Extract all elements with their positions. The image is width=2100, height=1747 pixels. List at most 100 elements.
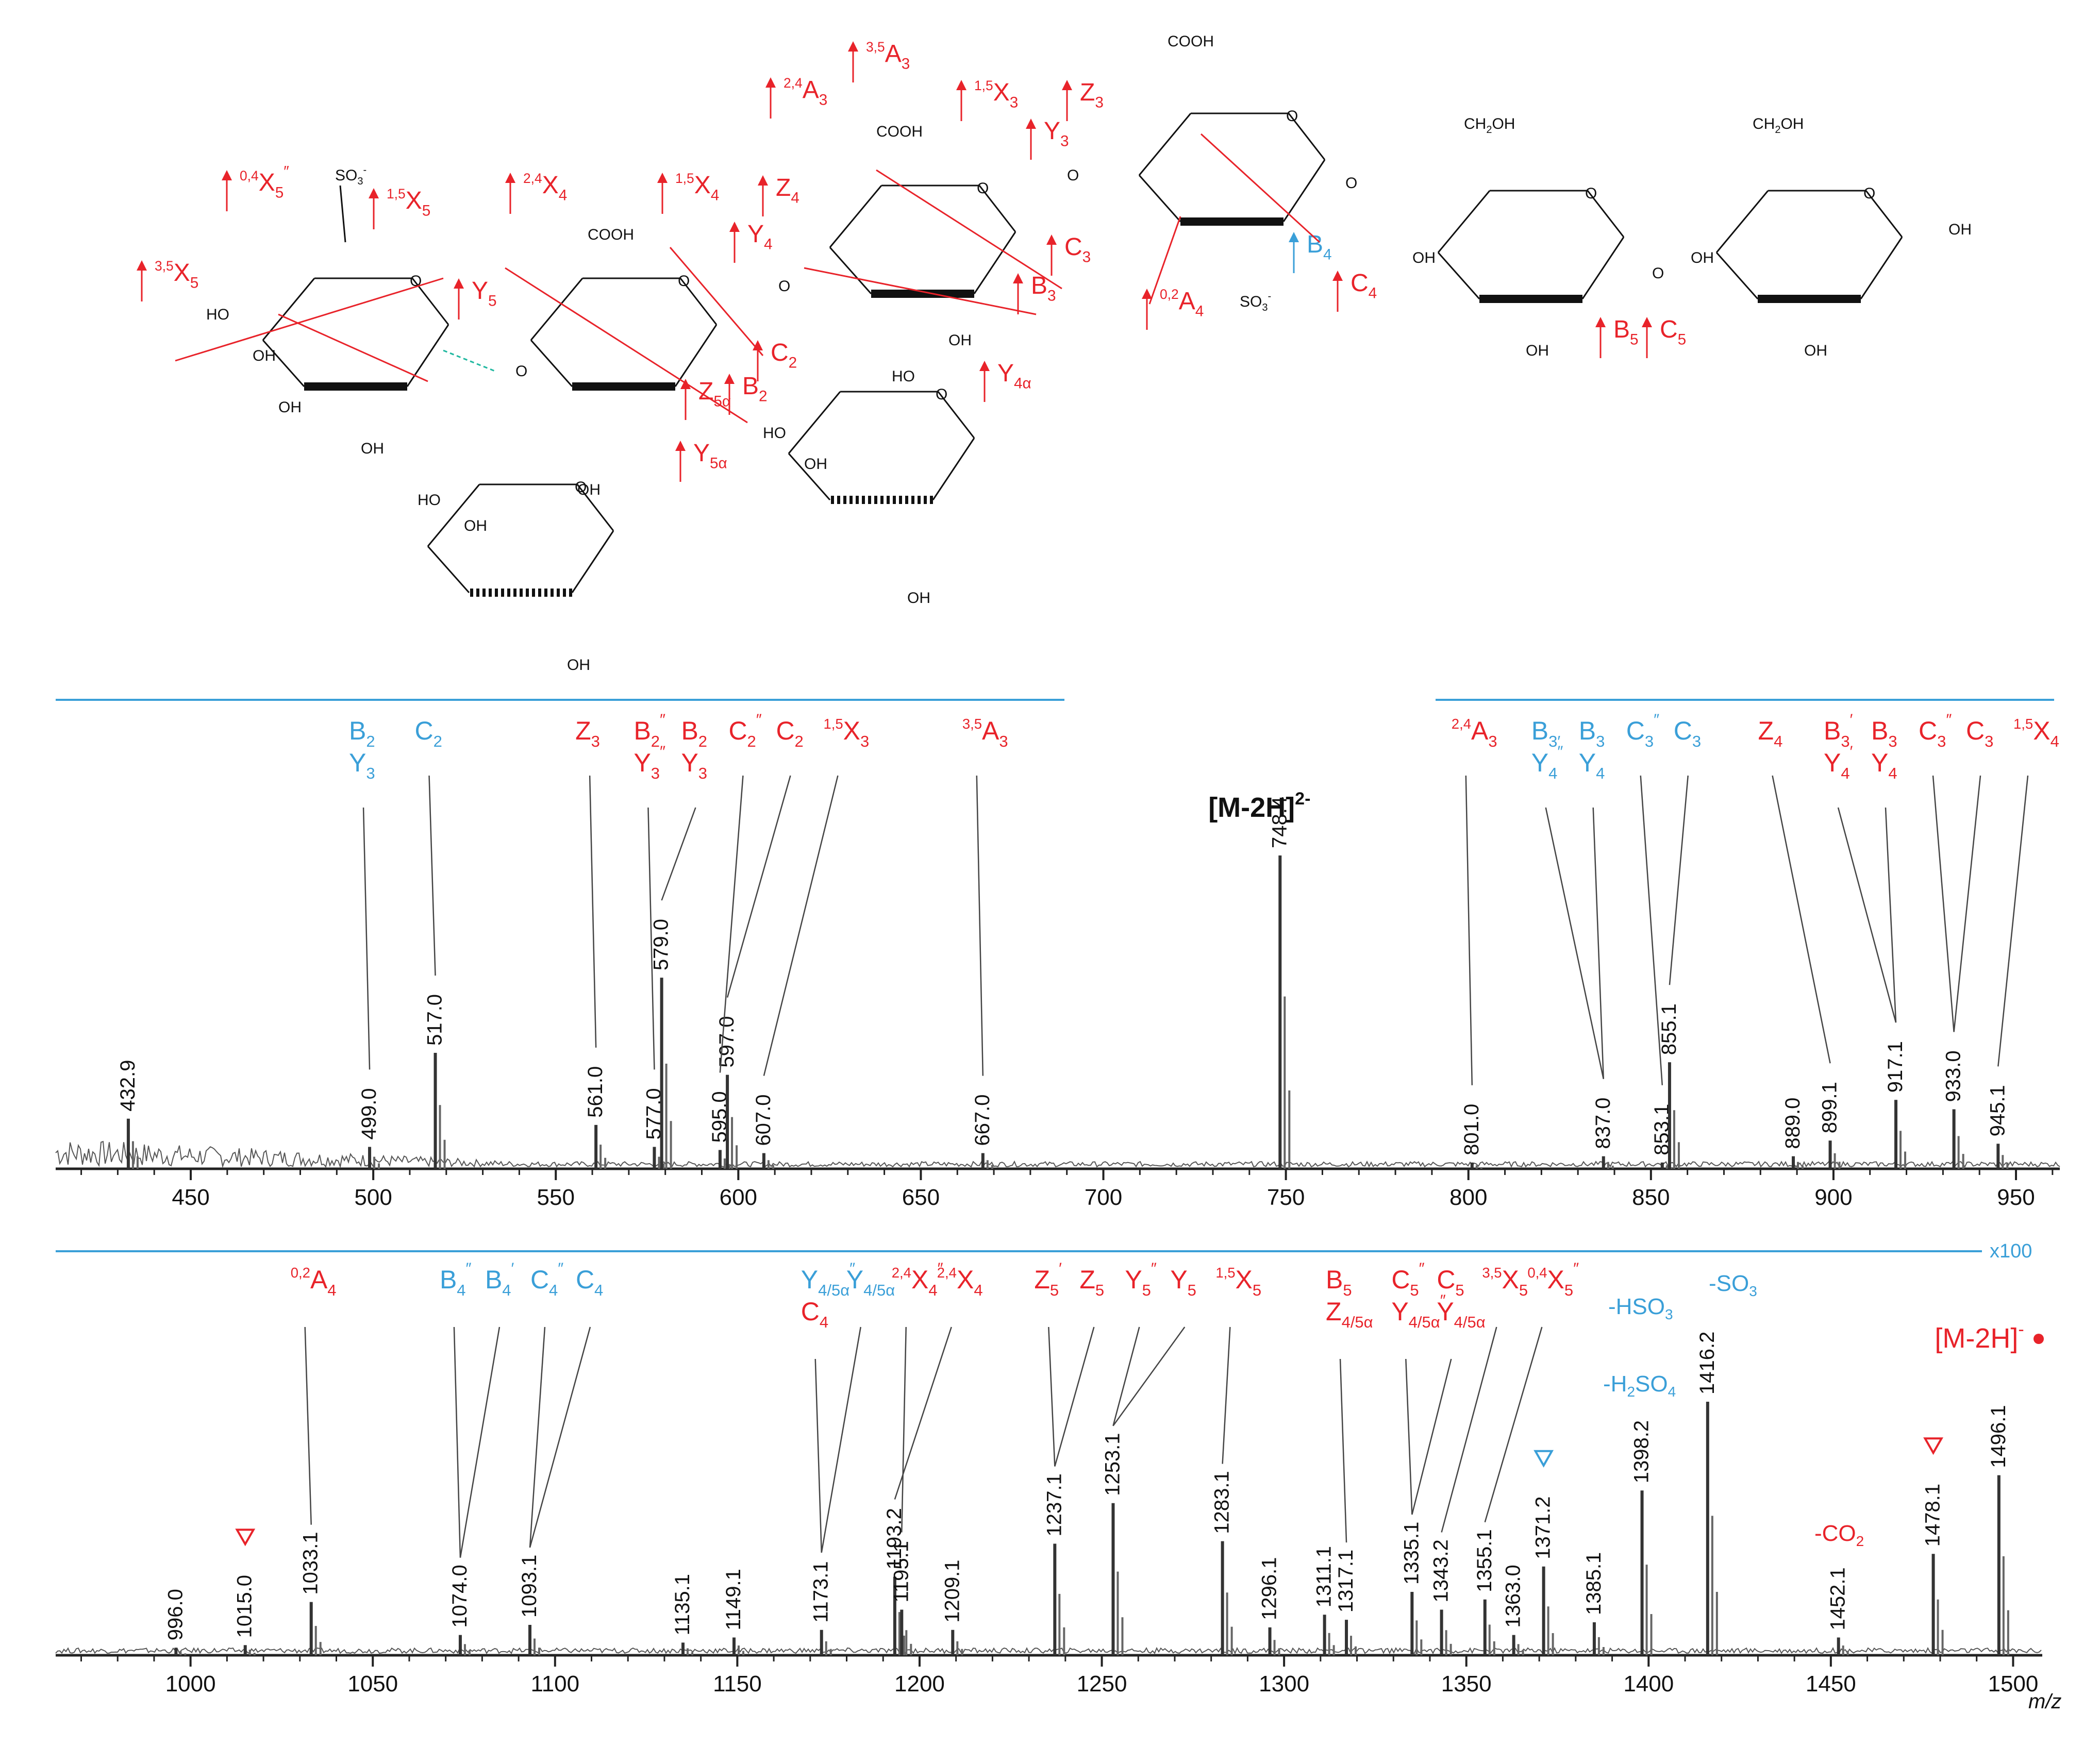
bond	[339, 185, 346, 243]
peak-label: 1074.0	[448, 1565, 471, 1627]
cleavage-arrow	[956, 80, 966, 90]
fragment-label: Y5	[1170, 1265, 1196, 1299]
atom-label: OH	[464, 517, 487, 534]
annotation-leader	[814, 1358, 822, 1553]
x-tick-label: 650	[902, 1185, 940, 1210]
x-tick-label: 500	[354, 1185, 392, 1210]
annotation-leader	[894, 1326, 952, 1500]
cross-ring-cleavage	[876, 169, 1062, 290]
fragment-label: Y4	[1871, 748, 1897, 782]
peak-label: 945.1	[1986, 1085, 2009, 1136]
cleavage-arrow	[1595, 317, 1606, 327]
atom-label: OH	[907, 590, 930, 607]
peak-label: 933.0	[1942, 1050, 1965, 1102]
cleavage-label: C2	[771, 339, 797, 371]
fragment-label: 3,5X5	[1482, 1265, 1528, 1299]
atom-label: OH	[948, 332, 972, 349]
peak-label: 1209.1	[941, 1559, 963, 1622]
fragment-label: Y4/5α	[846, 1265, 895, 1299]
fragment-label: Z3	[575, 716, 600, 750]
peak-label: 1015.0	[234, 1575, 256, 1638]
cleavage-arrow	[222, 170, 232, 180]
atom-label: OH	[567, 657, 590, 674]
annotation-leader	[453, 1326, 461, 1558]
cleavage-label: 3,5A3	[866, 39, 910, 73]
ring-bond	[262, 340, 305, 387]
fragment-label: 3,5A3	[962, 716, 1008, 750]
ring-oxygen: O	[678, 273, 690, 290]
x-tick-label: 1050	[347, 1671, 398, 1696]
atom-label: OH	[1526, 342, 1549, 359]
cleavage-label: B3	[1031, 272, 1056, 304]
ring-bond	[1860, 237, 1903, 299]
ring-bond	[1715, 190, 1769, 253]
annotation-leader	[1545, 807, 1604, 1079]
annotation-leader	[529, 1326, 591, 1548]
ring-bond	[262, 278, 315, 341]
peak-label: 837.0	[1592, 1098, 1614, 1149]
annotation-leader	[1112, 1326, 1186, 1426]
glycosidic-oxygen: O	[778, 278, 790, 295]
annotation-leader	[1222, 1326, 1231, 1464]
annotation-leader	[1054, 1326, 1095, 1467]
cleavage-label: 3,5X5	[155, 258, 198, 292]
ring-bond	[427, 484, 480, 547]
x-tick-label: 1400	[1623, 1671, 1674, 1696]
triangle-marker	[1923, 1437, 1944, 1455]
x-tick-label: 1000	[165, 1671, 216, 1696]
glycosidic-oxygen: O	[1345, 175, 1357, 192]
fragment-label: B2	[349, 716, 375, 750]
annotation-leader	[589, 775, 597, 1048]
cross-ring-cleavage	[1200, 133, 1321, 243]
cleavage-label: Y5	[472, 277, 497, 309]
ring-bond	[406, 324, 449, 387]
x-tick-label: 1300	[1259, 1671, 1309, 1696]
annotation-leader	[529, 1326, 546, 1548]
hydroxymethyl-label: CH2OH	[1753, 115, 1804, 136]
sulfate-label: SO3-	[1240, 291, 1271, 313]
annotation-leader	[1411, 1358, 1452, 1515]
fragment-label: C3	[1674, 716, 1701, 750]
peak-label: 1173.1	[810, 1561, 832, 1622]
x-tick-label: 1150	[713, 1671, 762, 1696]
peak-label: 899.1	[1819, 1082, 1841, 1133]
ring-bond	[1437, 190, 1491, 253]
ring-bond	[973, 231, 1016, 294]
peak-label: 855.1	[1658, 1003, 1680, 1055]
ring-bond	[788, 391, 841, 454]
annotation-leader	[304, 1326, 312, 1525]
peak-label: 1385.1	[1582, 1552, 1605, 1615]
peak-label: 1296.1	[1258, 1557, 1281, 1620]
peak-label: 607.0	[752, 1094, 775, 1146]
atom-label: HO	[763, 425, 786, 442]
cleavage-arrow	[1289, 232, 1299, 242]
fragment-label: 1,5X5	[1215, 1265, 1261, 1299]
x-tick-label: 550	[537, 1185, 575, 1210]
atom-label: OH	[1948, 221, 1972, 238]
cleavage-arrow	[848, 41, 858, 52]
cross-ring-cleavage	[175, 277, 444, 362]
peak-label: 1478.1	[1922, 1484, 1944, 1547]
fragment-label: Y4′	[1824, 743, 1853, 783]
annotation-leader	[362, 807, 371, 1070]
fragment-label: Y4/5α	[1437, 1297, 1485, 1331]
x-tick-label: 1500	[1988, 1671, 2038, 1696]
atom-label: OH	[361, 440, 384, 457]
cross-ring-cleavage	[278, 313, 428, 382]
neutral-loss-label: -CO2	[1814, 1521, 1864, 1549]
ring-bond	[1865, 190, 1903, 238]
cleavage-arrow	[753, 340, 763, 350]
glycosidic-oxygen: O	[1067, 167, 1079, 184]
peak-label: 1343.2	[1430, 1539, 1453, 1602]
ring-oxygen: O	[936, 386, 947, 403]
annotation-leader	[726, 775, 791, 998]
x-tick-label: 1250	[1077, 1671, 1127, 1696]
ring-bond	[978, 185, 1016, 232]
fragment-label: B4″	[440, 1259, 472, 1300]
ring-bond	[1715, 252, 1759, 299]
cleavage-arrow	[729, 222, 740, 232]
fragment-label: C5″	[1391, 1259, 1424, 1300]
annotation-leader	[1640, 775, 1663, 1085]
atom-label: OH	[577, 481, 601, 498]
